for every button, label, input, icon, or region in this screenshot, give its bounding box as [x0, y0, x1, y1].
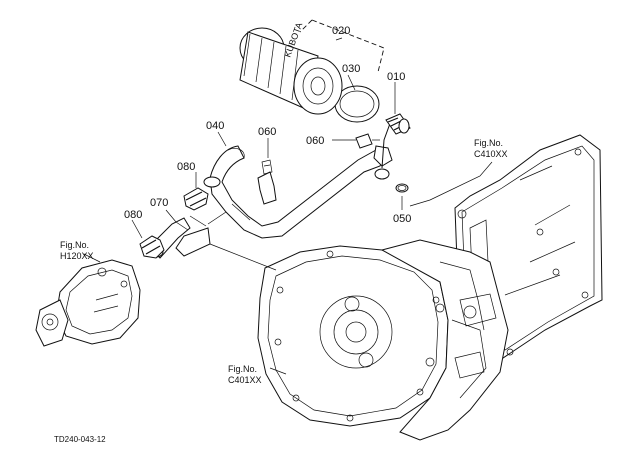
figure-ref-c401-line1: Fig.No.	[228, 364, 257, 374]
figure-ref-c410-line1: Fig.No.	[474, 138, 503, 148]
part-number-030[interactable]: 030	[342, 63, 360, 75]
figure-ref-h120-line1: Fig.No.	[60, 240, 89, 250]
leader-lines	[83, 37, 493, 375]
figure-ref-h120-line2: H120XX	[60, 251, 94, 261]
figure-ref-c401[interactable]: Fig.No. C401XX	[228, 364, 262, 385]
suction-pipe	[175, 145, 387, 257]
part-number-060-clamp-bolt[interactable]: 060	[306, 135, 324, 147]
part-number-070[interactable]: 070	[150, 197, 168, 209]
part-number-010[interactable]: 010	[387, 71, 405, 83]
oil-filter-cartridge: KUBOTA	[239, 21, 343, 115]
filter-nipple	[385, 113, 411, 135]
figure-ref-c410-line2: C410XX	[474, 149, 508, 159]
filter-kit-bracket	[299, 19, 385, 73]
part-number-060-bracket-bolt[interactable]: 060	[258, 126, 276, 138]
o-ring	[395, 183, 409, 193]
part-number-080-lower-clamp[interactable]: 080	[124, 209, 142, 221]
clutch-housing	[257, 239, 509, 441]
part-number-050[interactable]: 050	[393, 213, 411, 225]
hose-and-clamps	[139, 187, 209, 259]
figure-ref-c410[interactable]: Fig.No. C410XX	[474, 138, 508, 159]
part-number-080-upper-clamp[interactable]: 080	[177, 161, 195, 173]
figure-ref-h120[interactable]: Fig.No. H120XX	[60, 240, 94, 261]
pipe-bracket	[257, 159, 277, 205]
hydraulic-pump	[35, 259, 141, 347]
part-number-020[interactable]: 020	[332, 25, 350, 37]
part-number-040[interactable]: 040	[206, 120, 224, 132]
figure-ref-c401-line2: C401XX	[228, 375, 262, 385]
drawing-id: TD240-043-12	[54, 435, 106, 444]
